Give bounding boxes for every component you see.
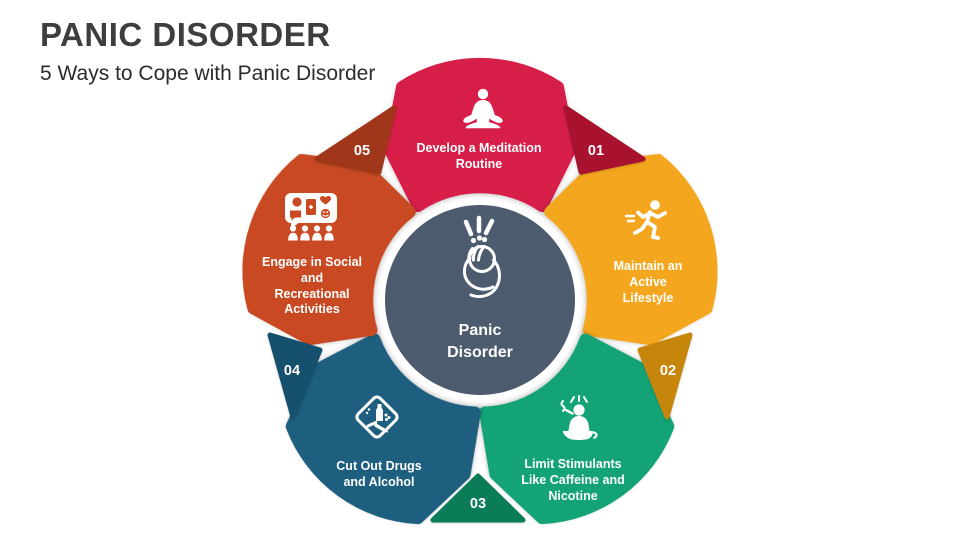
badge-number-04: 04 <box>283 363 301 379</box>
badge-number-05: 05 <box>353 143 371 159</box>
coffee-cup-person-icon <box>560 395 598 440</box>
petal-meditation <box>384 57 576 212</box>
page-subtitle: 5 Ways to Cope with Panic Disorder <box>40 62 376 85</box>
petal-active-lifestyle <box>544 153 718 346</box>
badge-wedge-04 <box>267 332 323 420</box>
center-title: Panic Disorder <box>447 322 513 362</box>
badge-wedge-01 <box>563 105 646 175</box>
label-develop-meditation: Develop a Meditation Routine <box>416 141 542 171</box>
badge-wedge-03 <box>430 473 526 523</box>
panic-person-icon <box>462 215 501 299</box>
label-cut-out-drugs: Cut Out Drugs and Alcohol <box>336 459 422 489</box>
runner-icon <box>624 200 667 240</box>
label-limit-stimulants: Limit Stimulants Like Caffeine and Nicot… <box>521 457 625 503</box>
center-circle <box>385 205 575 395</box>
page-title: PANIC DISORDER <box>40 16 331 53</box>
social-activities-icon <box>285 193 337 241</box>
badge-number-03: 03 <box>469 496 487 512</box>
meditation-icon <box>463 88 503 129</box>
badge-wedge-05 <box>314 105 397 175</box>
badge-number-01: 01 <box>587 143 605 159</box>
badge-wedge-02 <box>637 332 693 420</box>
label-social-activities: Engage in Social and Recreational Activi… <box>261 255 363 317</box>
warning-diamond-icon <box>355 395 399 439</box>
label-active-lifestyle: Maintain an Active Lifestyle <box>613 259 683 305</box>
badge-number-02: 02 <box>659 363 677 379</box>
